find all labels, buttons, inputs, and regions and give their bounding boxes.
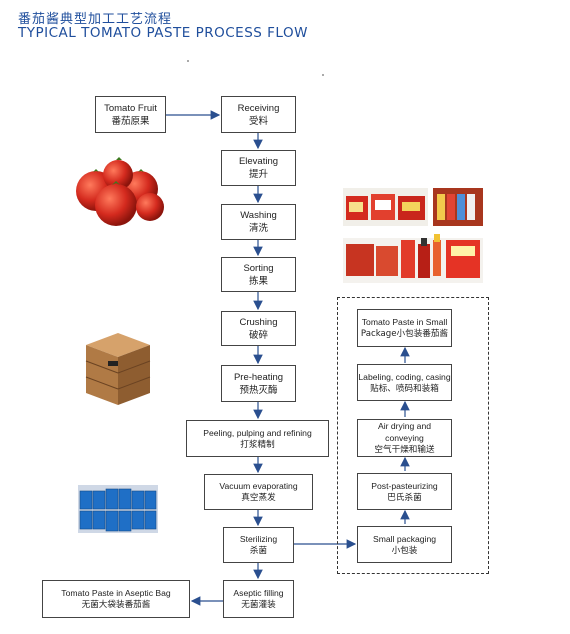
product-photo	[343, 188, 483, 283]
node-label-cn: Package小包装番茄酱	[360, 329, 449, 339]
node-label-en: Vacuum evaporating	[219, 481, 298, 491]
page-title-cn: 番茄酱典型加工工艺流程	[18, 12, 173, 27]
node-label-en: Small packaging	[372, 533, 437, 544]
node-label-cn: 提升	[248, 169, 268, 180]
node-label-en: Elevating	[238, 156, 279, 167]
node-sorting: Sorting 拣果	[221, 257, 296, 292]
node-labeling: Labeling, coding, casing 贴标、喷码和装箱	[357, 364, 452, 401]
stray-dot	[322, 74, 324, 76]
node-label-en: Pre-heating	[233, 371, 284, 383]
node-label-cn: 预热灭酶	[239, 384, 278, 396]
node-label-cn: 贴标、喷码和装箱	[370, 383, 439, 394]
node-label-cn: 受料	[248, 115, 268, 127]
node-label-en: Crushing	[239, 316, 278, 328]
node-preheating: Pre-heating 预热灭酶	[221, 365, 296, 402]
node-label-en: Labeling, coding, casing	[358, 371, 451, 382]
node-label-cn: 无菌大袋装番茄酱	[81, 600, 151, 610]
small-package-group	[337, 297, 489, 574]
node-air-drying: Air drying and conveying 空气干燥和输送	[357, 419, 452, 457]
node-small-packaging: Small packaging 小包装	[357, 526, 452, 563]
node-label-cn: 番茄原果	[111, 115, 150, 127]
node-label-cn: 破碎	[248, 329, 268, 341]
node-label-cn: 小包装	[391, 545, 418, 556]
node-aseptic-bag: Tomato Paste in Aseptic Bag 无菌大袋装番茄酱	[42, 580, 190, 618]
node-elevating: Elevating 提升	[221, 150, 296, 186]
node-label-en: Air drying and conveying	[377, 421, 432, 443]
node-sterilizing: Sterilizing 杀菌	[223, 527, 294, 563]
node-aseptic-filling: Aseptic filling 无菌灌装	[223, 580, 294, 618]
node-label-cn: 无菌灌装	[241, 600, 276, 610]
page-title-en: TYPICAL TOMATO PASTE PROCESS FLOW	[18, 25, 308, 41]
node-post-pasteurizing: Post-pasteurizing 巴氏杀菌	[357, 473, 452, 510]
drums-photo	[78, 485, 158, 533]
node-tomato-fruit: Tomato Fruit 番茄原果	[95, 96, 166, 133]
node-label-cn: 拣果	[248, 275, 268, 287]
tomato-photo	[76, 157, 164, 226]
bin-photo	[85, 333, 151, 405]
node-label-en: Sorting	[243, 262, 274, 274]
node-receiving: Receiving 受料	[221, 96, 296, 133]
node-label-en: Washing	[240, 210, 277, 221]
node-label-cn: 清洗	[248, 223, 268, 234]
node-label-en: Aseptic filling	[233, 588, 284, 598]
node-peeling: Peeling, pulping and refining 打浆精制	[186, 420, 329, 457]
node-label-cn: 空气干燥和输送	[374, 445, 435, 455]
node-label-en: Sterilizing	[239, 534, 278, 544]
node-vacuum-evaporating: Vacuum evaporating 真空蒸发	[204, 474, 313, 510]
node-small-package-product: Tomato Paste in Small Package小包装番茄酱	[357, 309, 452, 347]
node-label-cn: 杀菌	[249, 546, 268, 556]
stray-dot	[187, 60, 189, 62]
node-label-cn: 打浆精制	[240, 439, 275, 450]
node-label-en: Post-pasteurizing	[371, 480, 438, 491]
node-label-cn: 巴氏杀菌	[387, 492, 422, 503]
node-label-en: Tomato Paste in Aseptic Bag	[61, 588, 171, 598]
node-washing: Washing 清洗	[221, 204, 296, 240]
node-label-cn: 真空蒸发	[241, 493, 276, 503]
node-crushing: Crushing 破碎	[221, 311, 296, 346]
node-label-en: Receiving	[237, 102, 280, 114]
node-label-en: Peeling, pulping and refining	[203, 427, 312, 438]
node-label-en: Tomato Fruit	[104, 102, 157, 114]
node-label-en: Tomato Paste in Small	[361, 317, 448, 327]
